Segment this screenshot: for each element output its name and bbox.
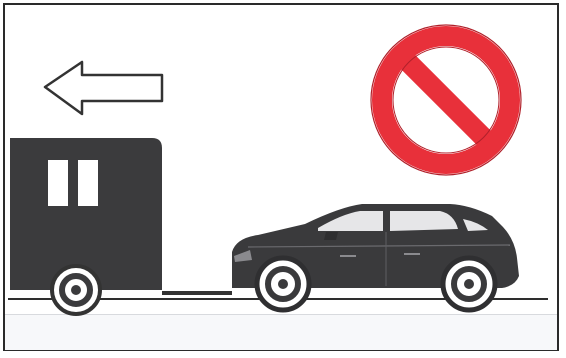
suv-icon	[232, 204, 519, 313]
ground-band	[5, 314, 557, 350]
illustration-frame	[3, 3, 559, 351]
prohibition-icon	[370, 24, 522, 176]
left-arrow-icon	[43, 60, 164, 116]
trailer-icon	[10, 138, 162, 316]
